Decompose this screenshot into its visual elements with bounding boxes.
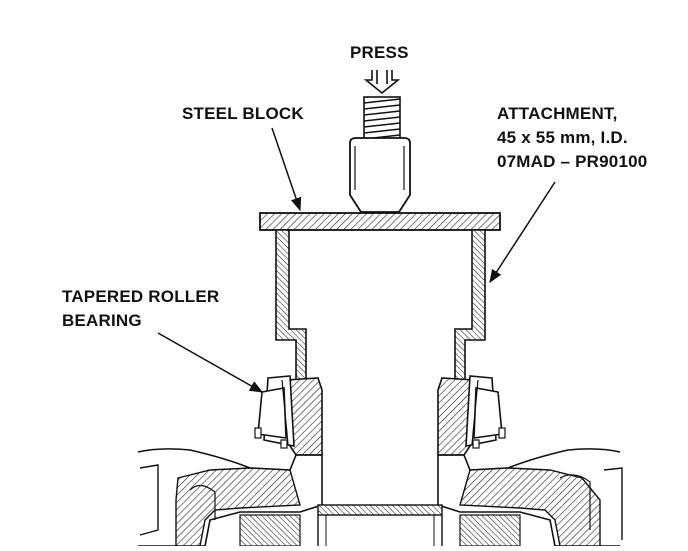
steel-block-label: STEEL BLOCK bbox=[182, 104, 304, 123]
bearing-label-line1: TAPERED ROLLER bbox=[62, 287, 220, 306]
attachment-section bbox=[275, 229, 486, 393]
bearing-label-line2: BEARING bbox=[62, 311, 142, 330]
bearing-leader-line bbox=[157, 332, 264, 393]
attachment-label-line3: 07MAD – PR90100 bbox=[497, 152, 648, 171]
press-label: PRESS bbox=[350, 43, 409, 62]
steel-block bbox=[259, 212, 501, 231]
right-tapered-roller-bearing bbox=[465, 375, 506, 449]
steel-block-leader-line bbox=[271, 127, 302, 212]
attachment-label-line1: ATTACHMENT, bbox=[497, 104, 618, 123]
center-shaft-base bbox=[239, 504, 521, 547]
attachment-leader-line bbox=[489, 181, 556, 284]
left-tapered-roller-bearing bbox=[254, 375, 295, 449]
press-ram bbox=[349, 137, 411, 213]
press-arrow-icon bbox=[363, 70, 401, 95]
press-screw bbox=[363, 96, 401, 140]
attachment-label-line2: 45 x 55 mm, I.D. bbox=[497, 128, 628, 147]
housing-right bbox=[437, 448, 623, 547]
